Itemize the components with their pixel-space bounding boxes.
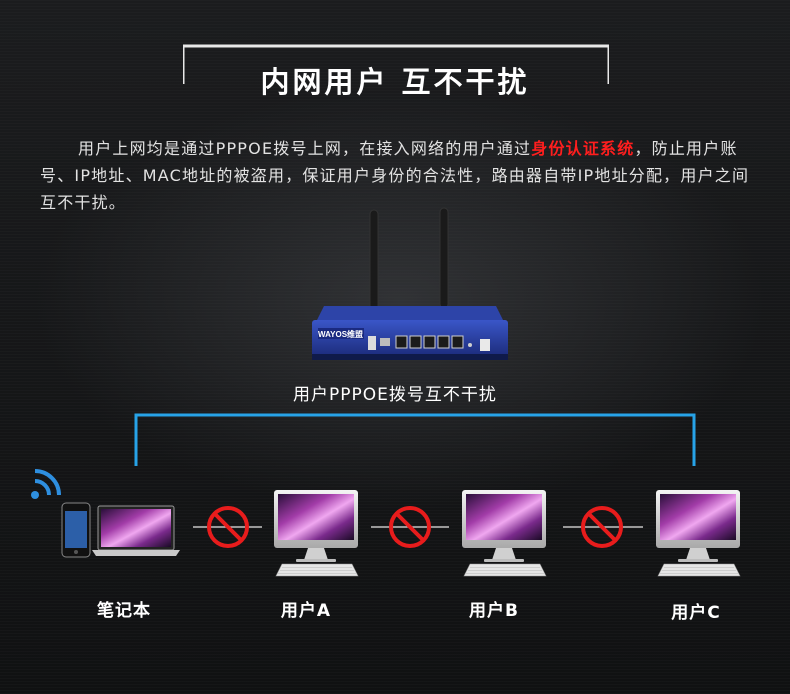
- page-title: 内网用户 互不干扰: [260, 65, 530, 99]
- user-label-a: 用户A: [280, 601, 332, 621]
- router-brand: WAYOS维盟: [318, 329, 363, 339]
- router-antenna-right: [439, 207, 449, 309]
- user-label-b: 用户B: [469, 601, 519, 621]
- title-frame: [183, 44, 609, 84]
- monitor-user-b-icon: [461, 489, 547, 577]
- description-highlight: 身份认证系统: [531, 139, 635, 158]
- phone-icon: [61, 502, 91, 558]
- router-antenna-left: [369, 209, 379, 311]
- description-paragraph: 用户上网均是通过PPPOE拨号上网，在接入网络的用户通过身份认证系统，防止用户账…: [40, 135, 752, 216]
- monitor-user-a-icon: [273, 489, 359, 577]
- divider-3: [563, 506, 643, 548]
- divider-1: [193, 506, 262, 548]
- router-device: [312, 306, 508, 360]
- monitor-user-c-icon: [655, 489, 741, 577]
- network-label: 用户PPPOE拨号互不干扰: [293, 385, 497, 405]
- wifi-icon: [31, 469, 61, 499]
- network-bracket: [134, 413, 696, 466]
- user-label-notebook: 笔记本: [97, 601, 151, 621]
- user-label-c: 用户C: [671, 603, 721, 623]
- description-part2: ，防止用户账号、IP地址、MAC地址的被盗用，保证用户身份的合法性，路由器自带I…: [40, 139, 750, 212]
- divider-2: [371, 506, 449, 548]
- laptop-icon: [92, 505, 180, 556]
- description-part1: 用户上网均是通过PPPOE拨号上网，在接入网络的用户通过: [78, 139, 532, 158]
